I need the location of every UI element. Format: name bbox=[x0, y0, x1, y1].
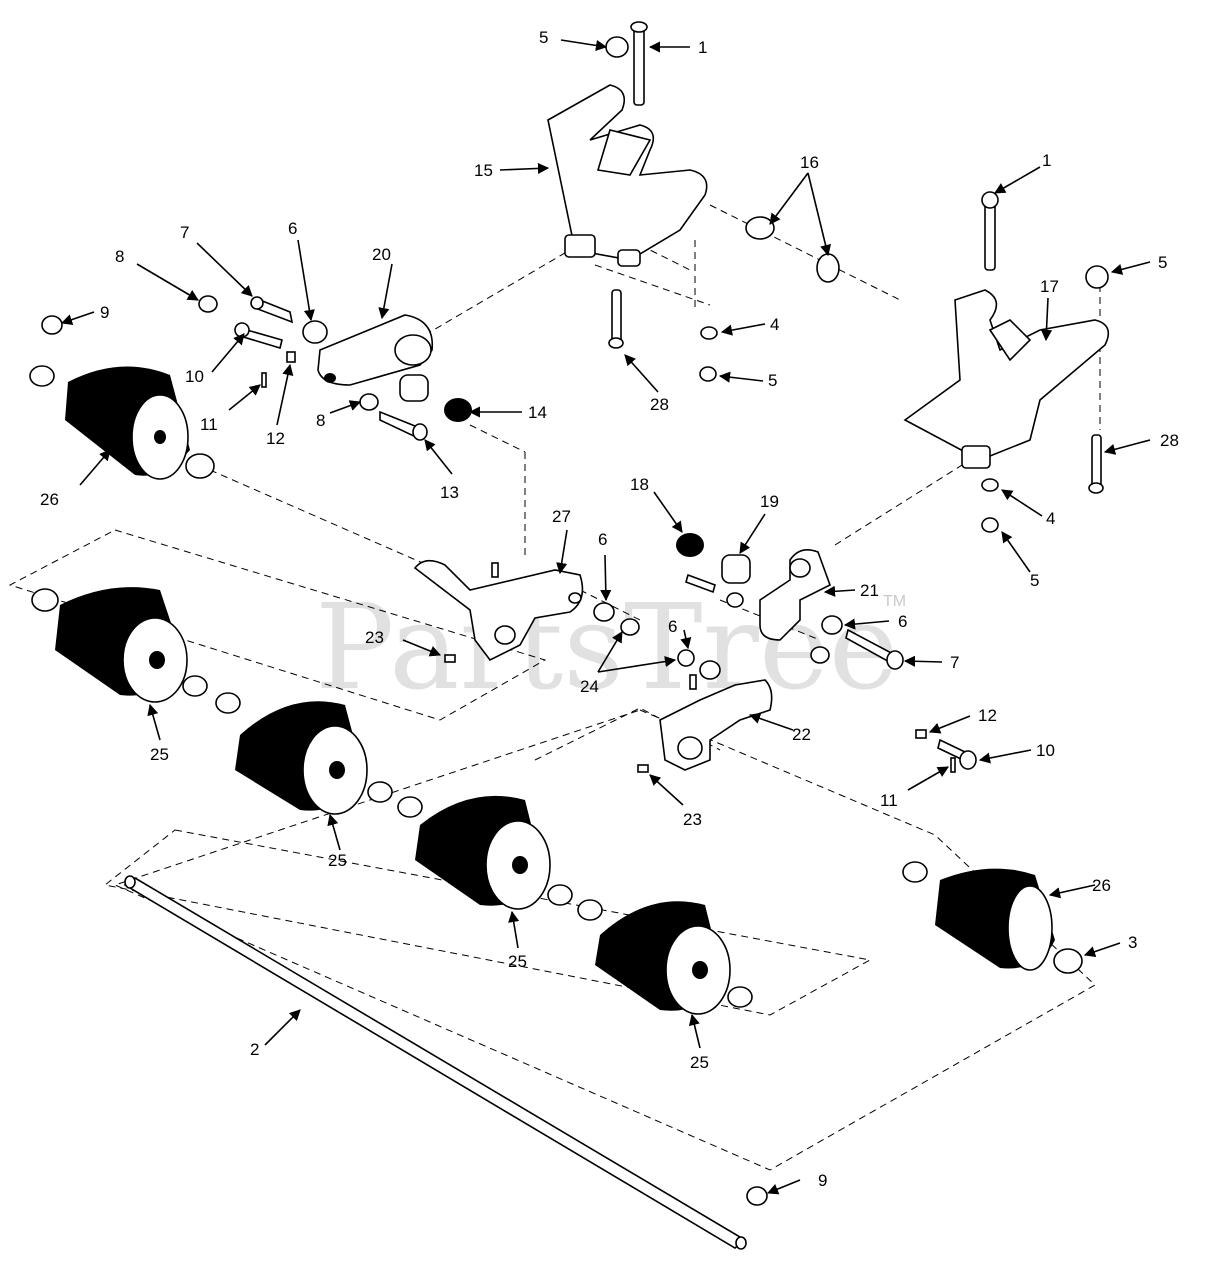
watermark: PartsTree bbox=[315, 578, 899, 716]
callout-label: 7 bbox=[180, 223, 189, 242]
roller-2 bbox=[235, 701, 423, 818]
callout-label: 20 bbox=[372, 245, 391, 264]
callout-label: 16 bbox=[800, 153, 819, 172]
end-roller-left bbox=[29, 365, 215, 480]
arm-20 bbox=[317, 314, 434, 386]
watermark-trademark: TM bbox=[883, 593, 906, 610]
callout-label: 12 bbox=[266, 429, 285, 448]
callout-labels: 1 1 2 3 4 4 5 5 5 5 6 6 6 6 7 7 8 8 9 9 … bbox=[40, 28, 1179, 1190]
callout-label: 8 bbox=[316, 411, 325, 430]
deck-hanger-bracket-right bbox=[903, 289, 1110, 469]
callout-label: 23 bbox=[365, 628, 384, 647]
callout-label: 24 bbox=[580, 677, 599, 696]
callout-label: 9 bbox=[818, 1171, 827, 1190]
roller-3 bbox=[415, 795, 603, 921]
callout-label: 5 bbox=[768, 371, 777, 390]
callout-label: 3 bbox=[1128, 933, 1137, 952]
callout-label: 26 bbox=[1092, 876, 1111, 895]
callout-label: 25 bbox=[328, 851, 347, 870]
callout-label: 11 bbox=[880, 791, 898, 810]
callout-label: 25 bbox=[508, 952, 527, 971]
callout-label: 27 bbox=[552, 507, 571, 526]
small-hardware bbox=[41, 21, 1109, 1206]
deck-hanger-bracket-left bbox=[547, 84, 708, 267]
callout-label: 10 bbox=[1036, 741, 1055, 760]
callout-label: 26 bbox=[40, 490, 59, 509]
callout-label: 25 bbox=[150, 745, 169, 764]
callout-label: 7 bbox=[950, 653, 959, 672]
callout-label: 14 bbox=[528, 403, 547, 422]
callout-label: 18 bbox=[630, 475, 649, 494]
callout-label: 4 bbox=[1046, 509, 1055, 528]
callout-label: 11 bbox=[200, 415, 218, 434]
callout-label: 5 bbox=[1158, 253, 1167, 272]
callout-label: 15 bbox=[474, 161, 493, 180]
arm-27 bbox=[413, 559, 584, 662]
callout-label: 5 bbox=[539, 28, 548, 47]
callout-label: 25 bbox=[690, 1053, 709, 1072]
callout-label: 28 bbox=[1160, 431, 1179, 450]
callout-label: 1 bbox=[698, 38, 707, 57]
callout-label: 17 bbox=[1040, 277, 1059, 296]
callout-label: 6 bbox=[898, 612, 907, 631]
axle-shaft bbox=[123, 875, 747, 1250]
arm-22 bbox=[659, 679, 773, 771]
callout-label: 23 bbox=[683, 810, 702, 829]
callout-label: 5 bbox=[1030, 571, 1039, 590]
callout-label: 4 bbox=[770, 315, 779, 334]
callout-label: 8 bbox=[115, 247, 124, 266]
end-roller-right bbox=[902, 861, 1083, 974]
arm-21 bbox=[759, 549, 831, 641]
callout-label: 28 bbox=[650, 395, 669, 414]
callout-label: 1 bbox=[1042, 151, 1051, 170]
callout-label: 6 bbox=[668, 617, 677, 636]
roller-1 bbox=[31, 587, 241, 714]
callout-label: 22 bbox=[792, 725, 811, 744]
callout-label: 9 bbox=[100, 303, 109, 322]
callout-label: 12 bbox=[978, 706, 997, 725]
roller-4 bbox=[595, 901, 753, 1015]
callout-label: 19 bbox=[760, 492, 779, 511]
callout-label: 6 bbox=[288, 219, 297, 238]
callout-label: 21 bbox=[860, 581, 879, 600]
leader-lines bbox=[60, 39, 1151, 1195]
callout-label: 2 bbox=[250, 1040, 259, 1059]
callout-label: 6 bbox=[598, 530, 607, 549]
callout-label: 13 bbox=[440, 483, 459, 502]
callout-label: 10 bbox=[185, 367, 204, 386]
